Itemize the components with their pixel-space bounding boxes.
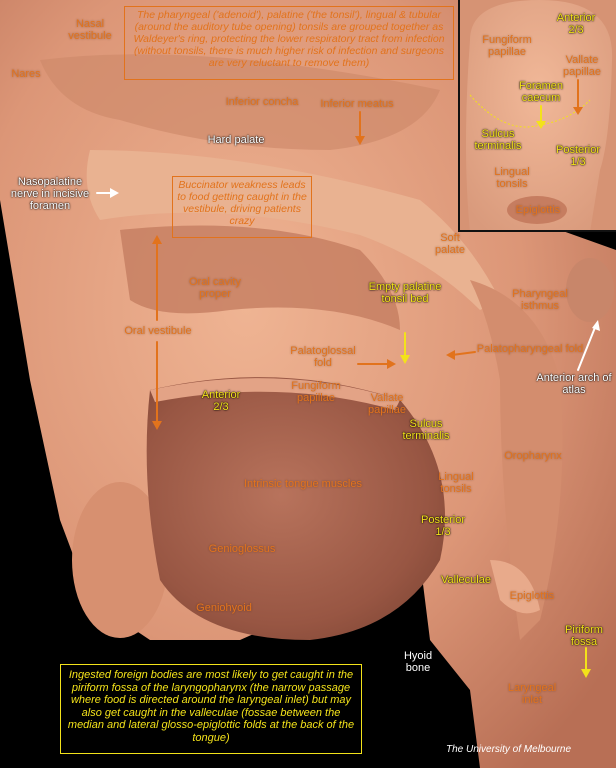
tongue-section [146, 377, 445, 640]
label-soft-palate: Soft palate [435, 232, 465, 256]
waldeyer-ring-note: The pharyngeal ('adenoid'), palatine ('t… [124, 6, 454, 80]
label-nasal-vestibule: Nasal vestibule [68, 18, 112, 42]
inset-label-lingual-tonsils: Lingual tonsils [494, 166, 530, 190]
tongue-dorsum [150, 378, 400, 410]
atlas-shape [566, 258, 614, 322]
label-empty-tonsil-bed: Empty palatine tonsil bed [368, 281, 442, 305]
foreign-bodies-note: Ingested foreign bodies are most likely … [60, 664, 362, 754]
label-epiglottis: Epiglottis [509, 590, 555, 602]
inset-label-anterior: Anterior 2/3 [556, 12, 596, 36]
oral-cavity [120, 225, 400, 330]
label-anterior-arch-atlas: Anterior arch of atlas [536, 372, 612, 396]
buccinator-note: Buccinator weakness leads to food gettin… [172, 176, 312, 238]
label-genioglossus: Genioglossus [208, 543, 276, 555]
label-oral-vestibule: Oral vestibule [124, 325, 192, 337]
label-oral-cavity-proper: Oral cavity proper [189, 276, 241, 300]
inset-label-fungiform: Fungiform papillae [482, 34, 532, 58]
label-nares: Nares [11, 68, 41, 80]
credit-text: The University of Melbourne [446, 744, 572, 755]
label-vallate-papillae: Vallate papillae [368, 392, 406, 416]
inset-label-vallate: Vallate papillae [563, 54, 601, 78]
arrows [96, 79, 600, 678]
nasal-cavity [40, 54, 440, 150]
label-posterior-one-third: Posterior 1/3 [420, 514, 466, 538]
label-oropharynx: Oropharynx [504, 450, 562, 462]
pharyngeal-wall [470, 280, 563, 640]
label-intrinsic-muscles: Intrinsic tongue muscles [244, 478, 362, 490]
label-sulcus-terminalis: Sulcus terminalis [402, 418, 450, 442]
label-lingual-tonsils: Lingual tonsils [438, 471, 474, 495]
label-nasopalatine: Nasopalatine nerve in incisive foramen [10, 176, 90, 212]
label-hyoid-bone: Hyoid bone [403, 650, 433, 674]
label-inferior-concha: Inferior concha [225, 96, 299, 108]
label-fungiform-papillae: Fungiform papillae [291, 380, 341, 404]
label-hard-palate: Hard palate [207, 134, 265, 146]
inset-label-sulcus: Sulcus terminalis [474, 128, 522, 152]
inset-label-posterior: Posterior 1/3 [555, 144, 601, 168]
inset-tongue [466, 0, 613, 232]
label-palatoglossal-fold: Palatoglossal fold [290, 345, 356, 369]
label-laryngeal-inlet: Laryngeal inlet [507, 682, 557, 706]
inset-frame [458, 0, 616, 232]
hard-palate-shelf [86, 150, 501, 310]
inset-label-epiglottis: Epiglottis [515, 204, 561, 216]
label-valleculae: Valleculae [441, 574, 491, 586]
label-anterior-two-thirds: Anterior 2/3 [201, 389, 241, 413]
epiglottis-shape [490, 560, 540, 614]
label-geniohyoid: Geniohyoid [196, 602, 252, 614]
label-palatopharyngeal-fold: Palatopharyngeal fold [476, 343, 584, 355]
inset-label-foramen-caecum: Foramen caecum [518, 80, 564, 104]
label-piriform-fossa: Piriform fossa [565, 624, 603, 648]
inset-epiglottis [507, 196, 567, 224]
lower-lip [72, 482, 168, 638]
label-pharyngeal-isthmus: Pharyngeal isthmus [512, 288, 568, 312]
label-inferior-meatus: Inferior meatus [320, 98, 394, 110]
background-dark [0, 600, 60, 768]
